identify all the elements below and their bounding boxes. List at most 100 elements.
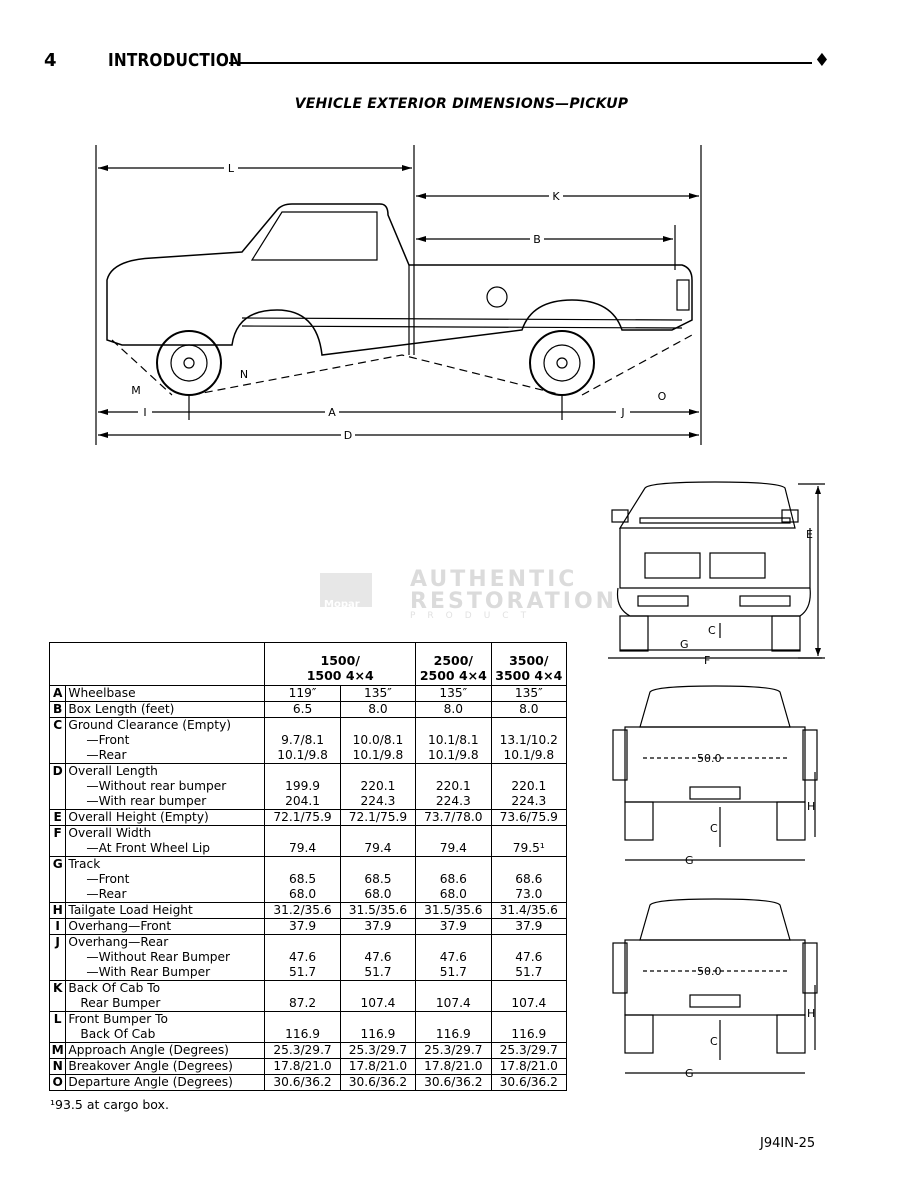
row-label: Overall Height (Empty) [65,809,266,826]
row-value: 107.4 [415,980,492,1012]
row-value: 6.5 [264,701,341,718]
rear-width-label-2: 50.0 [697,965,722,978]
table-header-row: 1500/ 1500 4×4 2500/ 2500 4×4 3500/ 3500… [48,642,568,686]
row-value: 25.3/29.7 [264,1042,341,1059]
row-letter: G [48,856,67,903]
watermark-line-2: RESTORATION [410,589,618,614]
row-value: 79.4 [415,825,492,857]
label-I: I [143,406,146,419]
label-D: D [344,429,352,442]
row-letter: I [48,918,67,935]
row-label: Overhang—Front [65,918,266,935]
footnote: ¹93.5 at cargo box. [50,1097,169,1112]
watermark: Mopar AUTHENTIC RESTORATION PRODUCT [320,565,614,625]
row-value: 116.9 [339,1011,417,1043]
row-letter: E [48,809,67,826]
row-label: Tailgate Load Height [65,902,266,919]
front-view-diagram: E C G F [608,481,825,667]
row-value: 30.6/36.2 [264,1074,341,1091]
figure-title: VEHICLE EXTERIOR DIMENSIONS—PICKUP [294,96,629,112]
label-E: E [806,528,813,541]
row-value: 37.9 [490,918,568,935]
row-value: 8.0 [490,701,568,718]
row-value: 31.5/35.6 [339,902,417,919]
header-1500: 1500/ 1500 4×4 [264,642,417,686]
label-H: H [807,800,815,813]
row-value: 37.9 [339,918,417,935]
label-L: L [228,162,235,175]
row-letter: H [48,902,67,919]
label-J: J [620,406,624,419]
row-letter: A [48,685,67,702]
row-value: 72.1/75.9 [339,809,417,826]
row-label: Departure Angle (Degrees) [65,1074,266,1091]
row-value: 116.9 [490,1011,568,1043]
label-G-rear-2: G [685,1067,694,1080]
row-value: 30.6/36.2 [415,1074,492,1091]
row-value: 116.9 [415,1011,492,1043]
row-value: 17.8/21.0 [339,1058,417,1075]
row-value: 37.9 [264,918,341,935]
diamond-icon: ♦ [813,50,830,71]
label-C-rear: C [710,822,718,835]
row-label: Ground Clearance (Empty)—Front—Rear [65,717,266,764]
row-letter: J [48,934,67,981]
row-value: 17.8/21.0 [264,1058,341,1075]
label-M: M [131,384,141,397]
row-value: 37.9 [415,918,492,935]
rear-view-diagram-srw: 50.0 H C G [612,685,818,867]
row-value: 107.4 [339,980,417,1012]
watermark-line-3: PRODUCT [410,611,539,621]
row-value: 79.4 [264,825,341,857]
row-label: Overall Width—At Front Wheel Lip [65,825,266,857]
rear-view-diagram-drw: 50.0 H C G [612,898,818,1080]
row-letter: D [48,763,67,810]
row-value: 107.4 [490,980,568,1012]
label-A: A [328,406,336,419]
row-label: Wheelbase [65,685,266,702]
row-letter: B [48,701,67,718]
label-C: C [708,624,716,637]
row-value: 8.0 [415,701,492,718]
row-value: 72.1/75.9 [264,809,341,826]
side-view-diagram: L K B I A J D M N O [95,145,702,445]
row-value: 25.3/29.7 [339,1042,417,1059]
rear-width-label: 50.0 [697,752,722,765]
header-rule [229,62,812,64]
row-letter: K [48,980,67,1012]
row-value: 135″ [490,685,568,702]
row-value: 79.5¹ [490,825,568,857]
row-label: Box Length (feet) [65,701,266,718]
row-value: 116.9 [264,1011,341,1043]
header-2500: 2500/ 2500 4×4 [415,642,492,686]
header-3500: 3500/ 3500 4×4 [490,642,568,686]
row-value: 87.2 [264,980,341,1012]
row-value: 79.4 [339,825,417,857]
label-G-rear: G [685,854,694,867]
label-B: B [533,233,541,246]
row-value: 17.8/21.0 [415,1058,492,1075]
page-header: 4 INTRODUCTION ♦ [44,50,830,74]
